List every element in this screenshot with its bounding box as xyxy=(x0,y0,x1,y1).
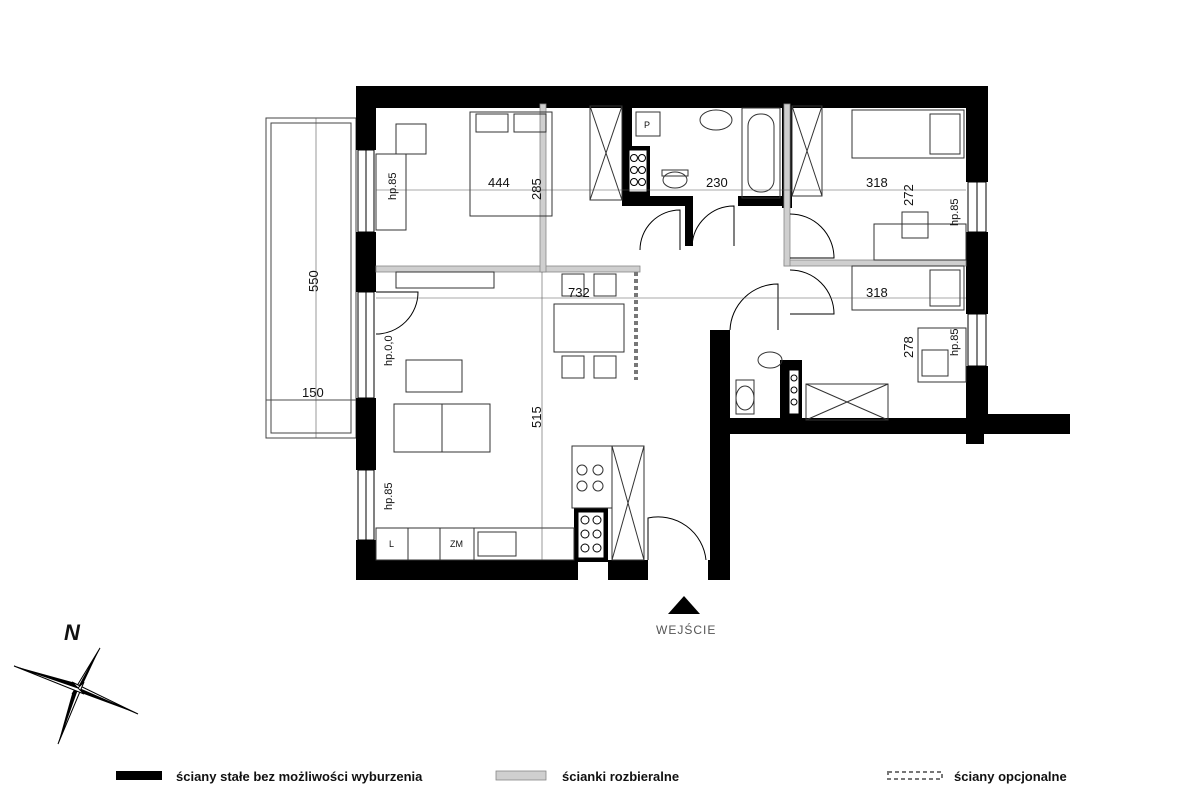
permanent-walls xyxy=(356,86,1070,580)
compass-rose-icon xyxy=(13,647,139,745)
dim-living-length: 732 xyxy=(568,285,590,300)
dim-bedroom2-width: 272 xyxy=(901,184,916,206)
legend-label-optional: ściany opcjonalne xyxy=(954,769,1067,784)
legend-swatch-removable xyxy=(495,770,547,781)
dim-balcony-length: 550 xyxy=(306,270,321,292)
entrance-arrow-icon xyxy=(668,596,700,614)
dim-living-width: 515 xyxy=(529,406,544,428)
legend-label-removable: ścianki rozbieralne xyxy=(562,769,679,784)
entrance-label: WEJŚCIE xyxy=(656,622,716,637)
dim-bedroom3-width: 278 xyxy=(901,336,916,358)
removable-walls xyxy=(375,103,967,273)
washer-label: P xyxy=(644,120,650,130)
window-label-balcony-door: hp.0,0 xyxy=(383,335,395,366)
dim-bedroom1-length: 444 xyxy=(488,175,510,190)
doors xyxy=(375,205,835,561)
window-label-bedroom3: hp.85 xyxy=(949,328,961,356)
dishwasher-label: ZM xyxy=(450,539,463,549)
window-label-living: hp.85 xyxy=(383,482,395,510)
north-label: N xyxy=(64,620,81,645)
dim-bedroom3-length: 318 xyxy=(866,285,888,300)
legend-label-permanent: ściany stałe bez możliwości wyburzenia xyxy=(176,769,423,784)
fridge-label: L xyxy=(389,539,394,549)
dim-balcony-width: 150 xyxy=(302,385,324,400)
window-label-bedroom1: hp.85 xyxy=(387,172,399,200)
dim-bedroom2-length: 318 xyxy=(866,175,888,190)
dim-bathroom-length: 230 xyxy=(706,175,728,190)
dimension-lines xyxy=(266,118,966,560)
windows xyxy=(357,149,987,541)
legend-swatch-optional xyxy=(887,771,943,780)
window-label-bedroom2: hp.85 xyxy=(949,198,961,226)
furniture xyxy=(375,105,967,561)
entrance-marker: WEJŚCIE xyxy=(656,596,716,637)
ventilation-shafts xyxy=(577,149,800,559)
legend: ściany stałe bez możliwości wyburzenia ś… xyxy=(116,769,1067,784)
legend-swatch-permanent xyxy=(116,771,162,780)
dim-bedroom1-width: 285 xyxy=(529,178,544,200)
